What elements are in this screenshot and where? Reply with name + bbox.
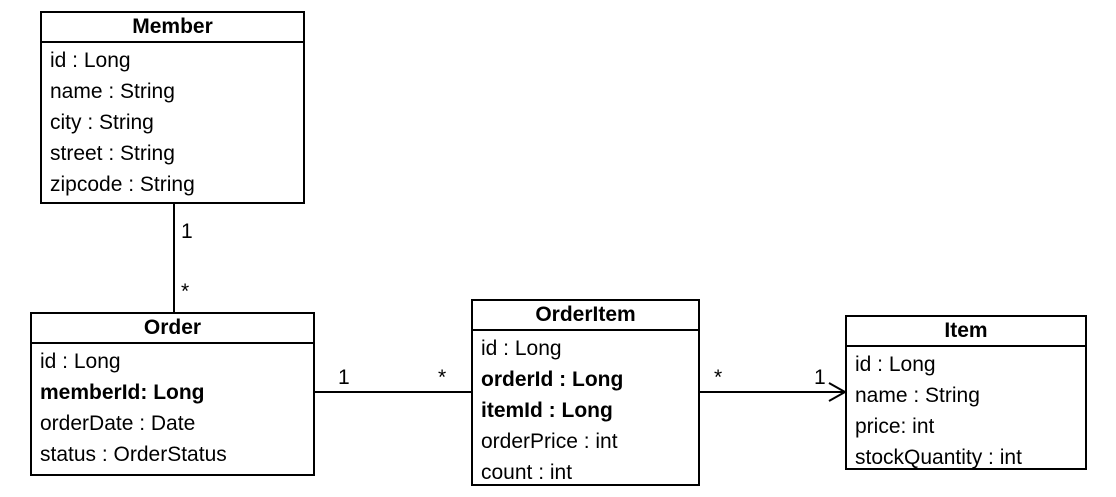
class-name: Item [847, 317, 1085, 347]
class-name: Order [32, 314, 313, 344]
item-class[interactable]: Item id : Long name : String price: int … [845, 315, 1087, 470]
attribute: name : String [50, 80, 175, 103]
class-name: OrderItem [473, 301, 698, 331]
attribute: status : OrderStatus [40, 443, 227, 466]
attribute: orderPrice : int [481, 430, 618, 453]
attribute: zipcode : String [50, 173, 195, 196]
attribute: city : String [50, 111, 154, 134]
multiplicity-member-side: 1 [181, 220, 193, 243]
attribute: orderId : Long [481, 368, 624, 391]
attribute: id : Long [40, 350, 121, 373]
multiplicity-order-side: 1 [338, 366, 350, 389]
member-class[interactable]: Member id : Long name : String city : St… [40, 11, 305, 204]
order-class[interactable]: Order id : Long memberId: Long orderDate… [30, 312, 315, 476]
attribute: stockQuantity : int [855, 446, 1022, 469]
class-name: Member [42, 13, 303, 43]
attribute: itemId : Long [481, 399, 613, 422]
multiplicity-orderitem-side: * [438, 366, 447, 389]
attribute: name : String [855, 384, 980, 407]
attribute: orderDate : Date [40, 412, 196, 435]
attribute: id : Long [50, 49, 131, 72]
multiplicity-orderitem-side: * [714, 366, 723, 389]
orderitem-class[interactable]: OrderItem id : Long orderId : Long itemI… [471, 299, 700, 486]
attribute: street : String [50, 142, 175, 165]
attribute: memberId: Long [40, 381, 205, 404]
attribute: id : Long [481, 337, 562, 360]
attribute: count : int [481, 461, 573, 484]
attribute: id : Long [855, 353, 936, 376]
multiplicity-order-side: * [181, 280, 190, 303]
attribute: price: int [855, 415, 935, 438]
multiplicity-item-side: 1 [814, 366, 826, 389]
